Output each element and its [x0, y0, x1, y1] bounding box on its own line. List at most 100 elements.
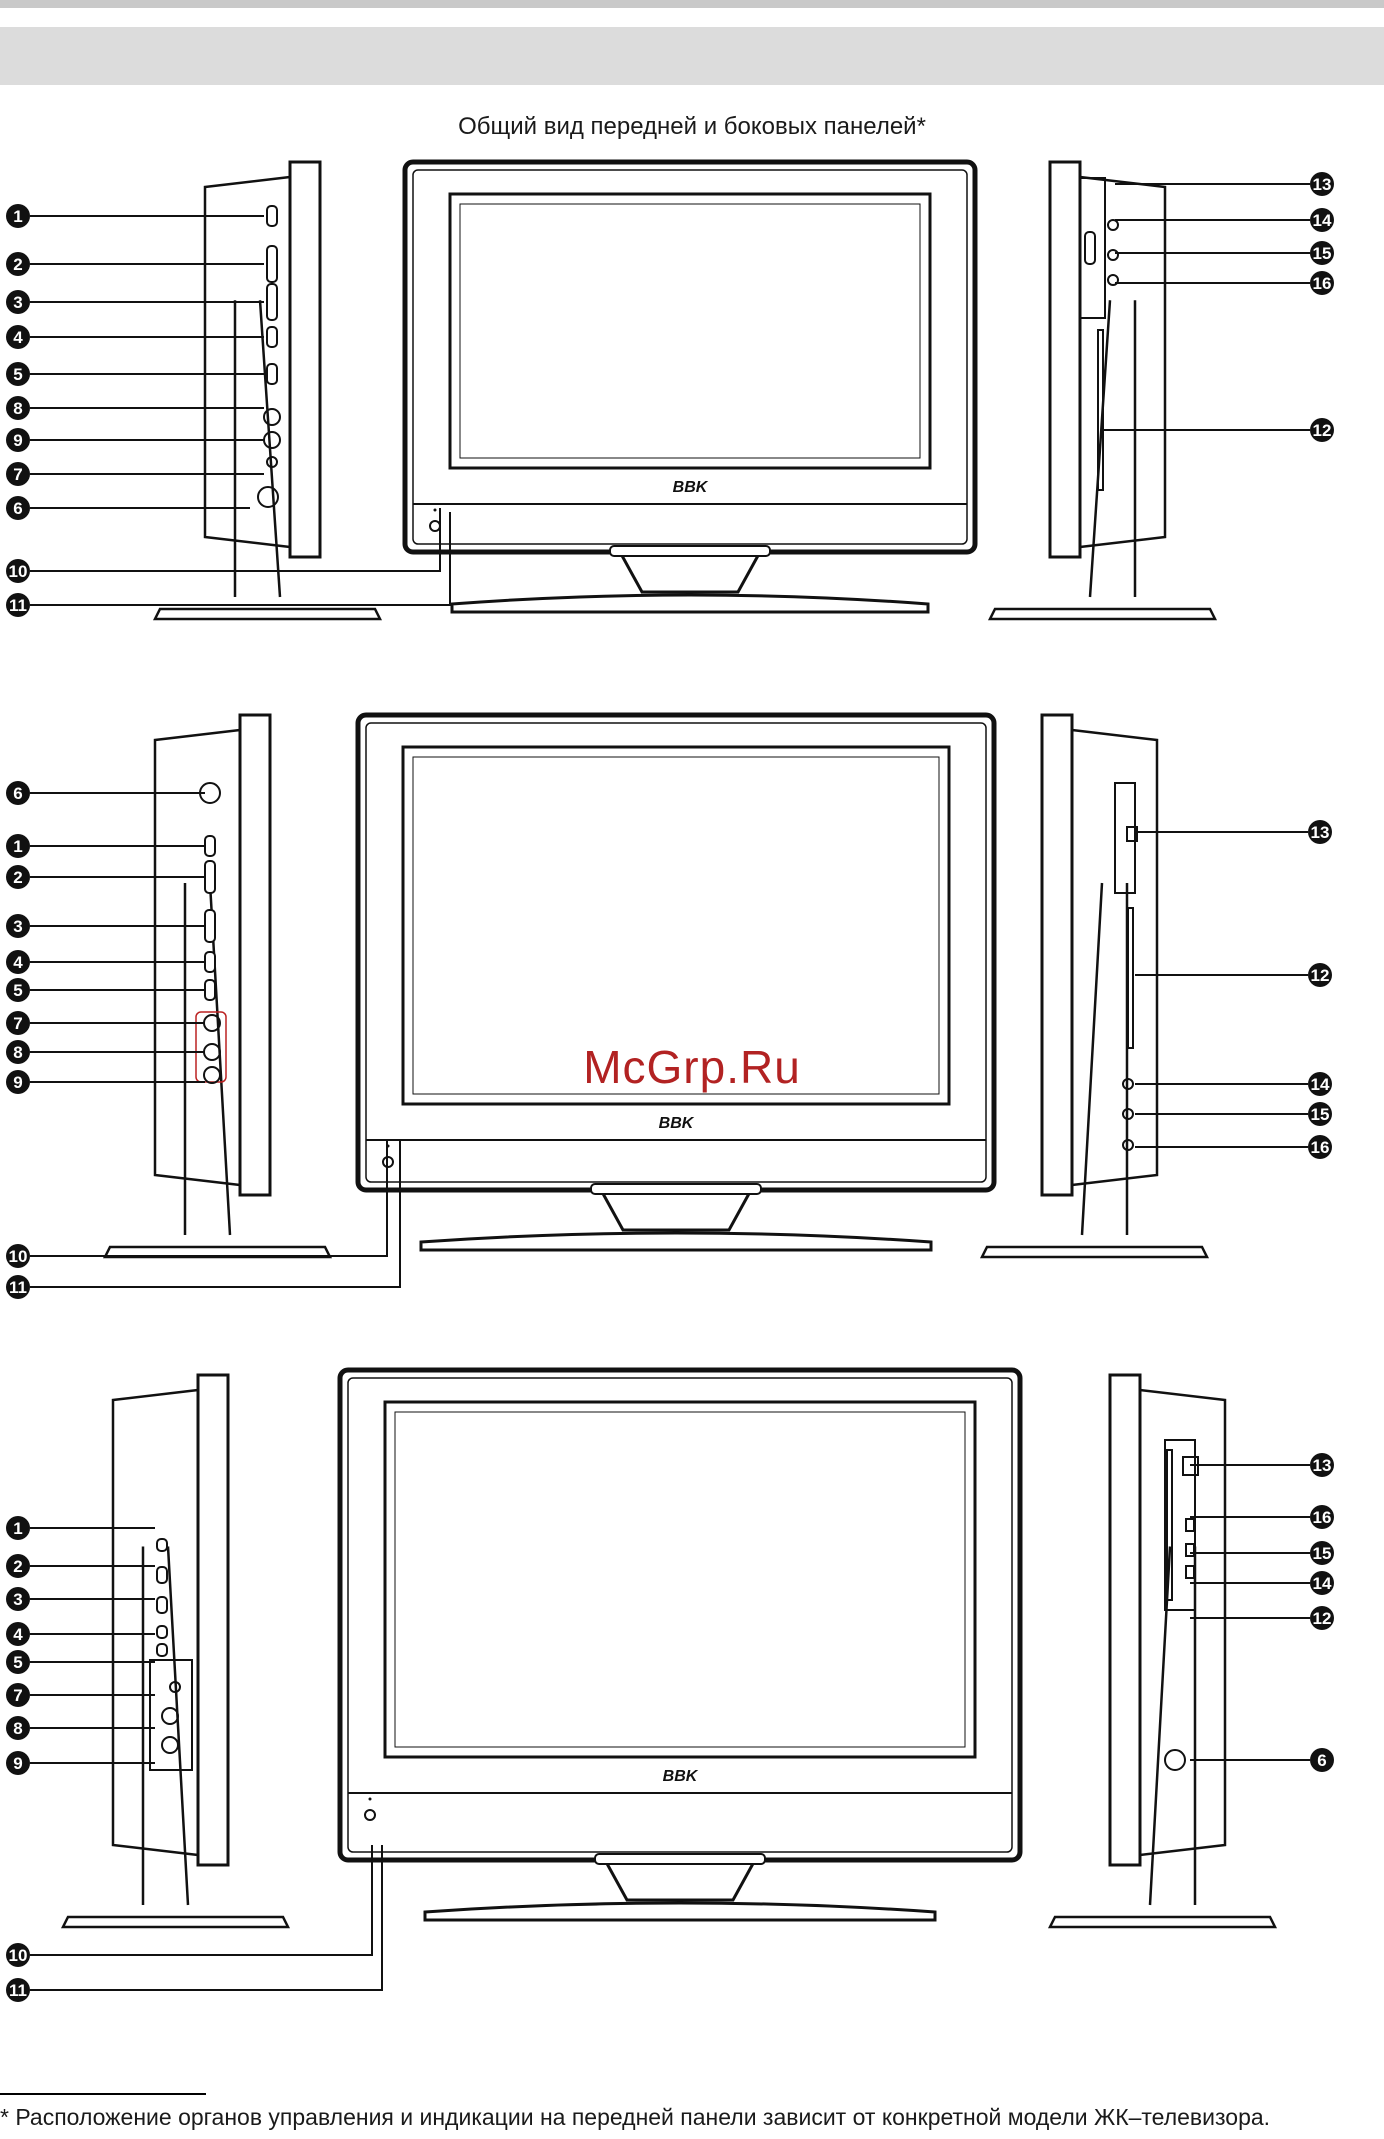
callout-number: 3: [13, 917, 22, 936]
side-control-button: [157, 1626, 167, 1638]
callout-number: 12: [1313, 1609, 1332, 1628]
callout-number: 16: [1311, 1138, 1330, 1157]
side-control-button: [157, 1539, 167, 1551]
callout-number: 5: [13, 1653, 22, 1672]
callout-number: 6: [13, 784, 22, 803]
tv-screen: [385, 1402, 975, 1757]
footnote: * Расположение органов управления и инди…: [0, 2104, 1384, 2131]
callout-number: 7: [13, 1014, 22, 1033]
side-control-button: [205, 952, 215, 972]
jack-9: [264, 432, 280, 448]
side-jack: [1108, 250, 1118, 260]
callout-number: 15: [1313, 1544, 1332, 1563]
side-stand-base: [63, 1917, 288, 1927]
side-back-cover: [155, 730, 240, 1185]
callout-number: 9: [13, 431, 22, 450]
brand-logo: BBK: [673, 479, 709, 496]
side-control-button: [267, 364, 277, 384]
callout-number: 16: [1313, 274, 1332, 293]
side-control-button: [205, 861, 215, 893]
callout-number: 14: [1313, 1574, 1332, 1593]
side-control-button: [205, 980, 215, 1000]
tv-screen: [450, 194, 930, 468]
side-stand-pillar: [1090, 300, 1135, 597]
stand-base: [425, 1903, 935, 1920]
callout-number: 10: [9, 1946, 28, 1965]
side-control-button: [157, 1597, 167, 1613]
side-control-button: [157, 1567, 167, 1583]
callout-number: 14: [1313, 211, 1332, 230]
side-jack: [1186, 1519, 1194, 1531]
callout-number: 1: [13, 207, 22, 226]
side-back-cover: [113, 1390, 198, 1855]
footnote-rule: [0, 2093, 206, 2095]
callout-number: 1: [13, 837, 22, 856]
callout-number: 7: [13, 1686, 22, 1705]
stand-collar: [610, 546, 770, 556]
watermark: McGrp.Ru: [0, 1040, 1384, 1094]
side-bezel: [290, 162, 320, 557]
callout-leader: [30, 512, 450, 605]
side-bezel: [198, 1375, 228, 1865]
callout-number: 16: [1313, 1508, 1332, 1527]
side-control-button: [267, 284, 277, 320]
callout-number: 11: [9, 1981, 27, 2000]
callout-number: 13: [1313, 175, 1332, 194]
side-bezel: [240, 715, 270, 1195]
callout-number: 3: [13, 1590, 22, 1609]
callout-number: 13: [1311, 823, 1330, 842]
callout-number: 2: [13, 1557, 22, 1576]
stand-base: [452, 595, 928, 612]
jack-8: [162, 1708, 178, 1724]
callout-number: 15: [1311, 1105, 1330, 1124]
side-jack: [1186, 1566, 1194, 1578]
callout-number: 8: [13, 1719, 22, 1738]
callout-number: 6: [1317, 1751, 1326, 1770]
power-led: [369, 1798, 372, 1801]
side-bezel: [1110, 1375, 1140, 1865]
side-stand-base: [155, 609, 380, 619]
callout-number: 12: [1313, 421, 1332, 440]
stand-collar: [591, 1184, 761, 1194]
callout-number: 8: [13, 399, 22, 418]
side-control-button: [1085, 232, 1095, 264]
side-jack: [1108, 220, 1118, 230]
ir-sensor: [365, 1810, 375, 1820]
callout-number: 15: [1313, 244, 1332, 263]
stand-neck: [605, 1860, 755, 1900]
brand-logo: BBK: [663, 1768, 699, 1785]
side-stand-base: [1050, 1917, 1275, 1927]
callout-number: 10: [9, 562, 28, 581]
callout-number: 5: [13, 365, 22, 384]
callout-number: 7: [13, 465, 22, 484]
side-bezel: [1050, 162, 1080, 557]
power-button-6: [1165, 1750, 1185, 1770]
stand-neck: [620, 552, 760, 592]
side-control-button: [157, 1644, 167, 1656]
jack-8: [264, 409, 280, 425]
callout-number: 10: [9, 1247, 28, 1266]
jack-9: [162, 1737, 178, 1753]
callout-number: 6: [13, 499, 22, 518]
disc-slot: [1098, 330, 1103, 490]
side-control-button: [205, 836, 215, 856]
callout-number: 13: [1313, 1456, 1332, 1475]
callout-number: 12: [1311, 966, 1330, 985]
callout-number: 4: [13, 328, 23, 347]
stand-collar: [595, 1854, 765, 1864]
callout-leader: [30, 1140, 387, 1256]
callout-number: 9: [13, 1754, 22, 1773]
callout-number: 1: [13, 1519, 22, 1538]
side-control-button: [205, 910, 215, 942]
side-jack: [1186, 1544, 1194, 1556]
side-stand-base: [982, 1247, 1207, 1257]
side-control-button: [267, 246, 277, 282]
power-button-6: [258, 487, 278, 507]
card-slot-panel: [1115, 783, 1135, 893]
callout-number: 4: [13, 953, 23, 972]
brand-logo: BBK: [659, 1115, 695, 1132]
ir-sensor: [430, 521, 440, 531]
callout-number: 3: [13, 293, 22, 312]
side-control-button: [267, 327, 277, 347]
